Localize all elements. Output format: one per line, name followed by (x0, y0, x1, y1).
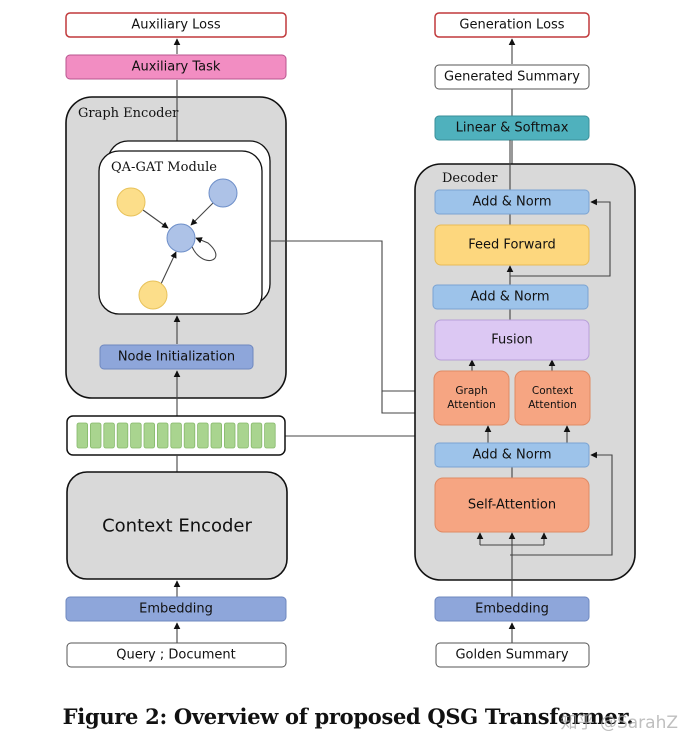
svg-text:Add & Norm: Add & Norm (470, 290, 549, 305)
svg-text:Golden Summary: Golden Summary (455, 648, 568, 663)
qsg-transformer-diagram: Graph Encoder QA-GAT Module Node Initial… (65, 12, 636, 668)
svg-text:Generation Loss: Generation Loss (459, 18, 564, 33)
svg-text:Linear & Softmax: Linear & Softmax (456, 121, 569, 136)
auxiliary-loss-box: Auxiliary Loss (65, 12, 287, 38)
token-cell (143, 422, 156, 449)
svg-text:Graph: Graph (455, 385, 487, 397)
auxiliary-task-box: Auxiliary Task (65, 54, 287, 80)
svg-text:Self-Attention: Self-Attention (468, 498, 556, 513)
self-attention-box: Self-Attention (434, 477, 590, 533)
token-cell (103, 422, 115, 449)
figure-caption: Figure 2: Overview of proposed QSG Trans… (62, 704, 634, 729)
context-attention-box: Context Attention (514, 370, 591, 426)
svg-text:Node Initialization: Node Initialization (118, 350, 235, 365)
svg-text:Feed Forward: Feed Forward (468, 238, 555, 253)
svg-text:Add & Norm: Add & Norm (472, 195, 551, 210)
graph-node-yellow-2 (138, 280, 168, 310)
token-cell (210, 422, 223, 449)
token-cell (156, 422, 169, 449)
right-embedding-box: Embedding (434, 596, 590, 622)
graph-attention-box: Graph Attention (433, 370, 510, 426)
svg-text:Context: Context (532, 385, 573, 397)
token-cell (76, 422, 89, 449)
svg-text:Generated Summary: Generated Summary (444, 70, 580, 85)
svg-text:Query ; Document: Query ; Document (116, 648, 236, 663)
generation-loss-box: Generation Loss (434, 12, 590, 38)
token-cell (264, 422, 276, 449)
token-cell (183, 422, 196, 449)
svg-text:Embedding: Embedding (475, 602, 549, 617)
token-cell (250, 422, 263, 449)
decoder-title: Decoder (442, 171, 498, 186)
graph-node-blue-1 (208, 178, 238, 208)
svg-text:Attention: Attention (528, 399, 576, 411)
svg-text:Add & Norm: Add & Norm (472, 448, 551, 463)
linear-softmax-box: Linear & Softmax (434, 115, 590, 141)
left-embedding-box: Embedding (65, 596, 287, 622)
token-cell (170, 422, 182, 449)
svg-text:Fusion: Fusion (491, 333, 533, 348)
token-cell (130, 422, 142, 449)
add-norm-mid-box: Add & Norm (432, 284, 589, 310)
token-cell (90, 422, 102, 449)
fusion-box: Fusion (434, 319, 590, 361)
token-cell (223, 422, 236, 449)
svg-text:Embedding: Embedding (139, 602, 213, 617)
svg-text:Auxiliary Task: Auxiliary Task (132, 60, 221, 75)
query-document-input-box: Query ; Document (66, 642, 287, 668)
graph-encoder-title: Graph Encoder (78, 106, 179, 121)
token-cells (76, 422, 276, 449)
svg-text:Attention: Attention (447, 399, 495, 411)
golden-summary-input-box: Golden Summary (435, 642, 590, 668)
node-initialization-box: Node Initialization (99, 344, 254, 370)
feed-forward-box: Feed Forward (434, 224, 590, 266)
watermark: 知乎 @SarahZ (560, 713, 678, 733)
qa-gat-module-title: QA-GAT Module (111, 160, 217, 175)
graph-node-blue-center (166, 223, 196, 253)
context-encoder-box: Context Encoder (66, 471, 288, 580)
add-norm-top-box: Add & Norm (434, 189, 590, 215)
svg-text:Auxiliary Loss: Auxiliary Loss (131, 18, 221, 33)
generated-summary-box: Generated Summary (434, 64, 590, 90)
graph-node-yellow-1 (116, 187, 146, 217)
svg-text:Context Encoder: Context Encoder (102, 516, 252, 537)
token-cell (237, 422, 249, 449)
add-norm-bottom-box: Add & Norm (434, 442, 590, 468)
token-cell (197, 422, 209, 449)
token-cell (116, 422, 129, 449)
